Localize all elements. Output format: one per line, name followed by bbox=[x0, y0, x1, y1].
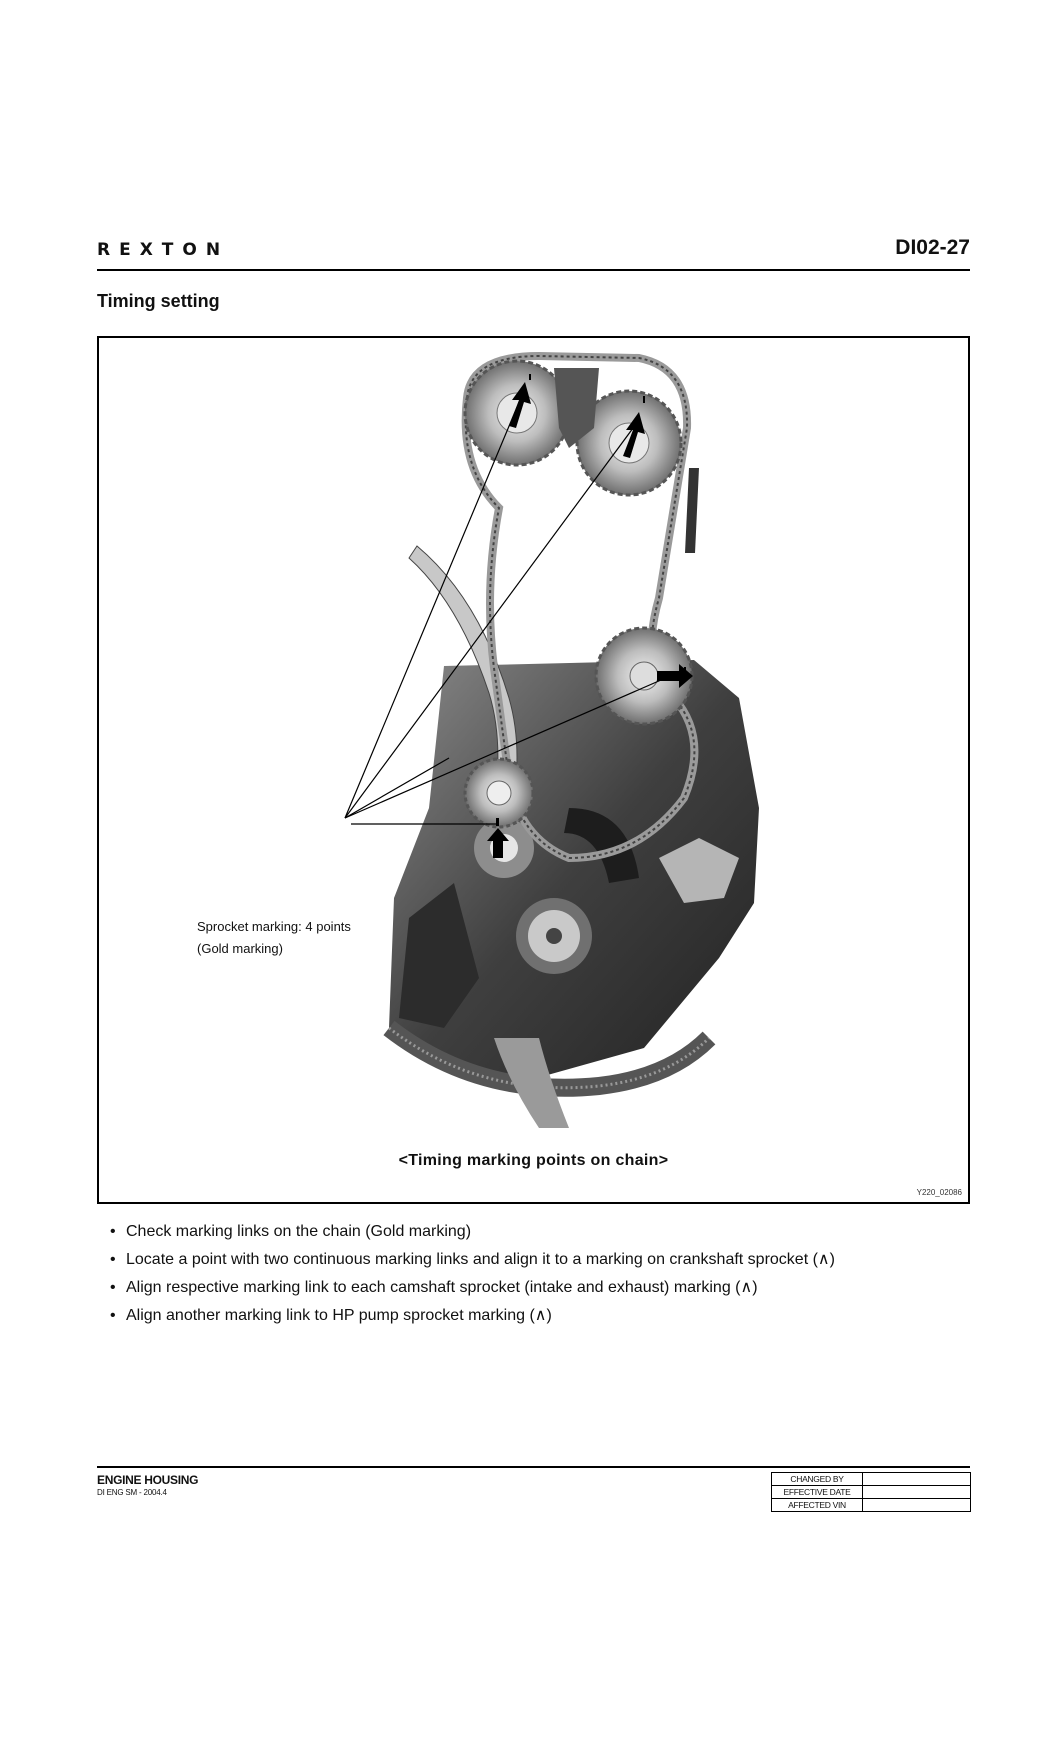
sprocket-marking-callout: Sprocket marking: 4 points (Gold marking… bbox=[197, 916, 387, 960]
callout-line-2: (Gold marking) bbox=[197, 941, 283, 956]
changed-by-value bbox=[862, 1472, 971, 1486]
list-item: Align respective marking link to each ca… bbox=[110, 1274, 835, 1302]
footer-title: ENGINE HOUSING bbox=[97, 1473, 199, 1487]
figure-frame: Sprocket marking: 4 points (Gold marking… bbox=[97, 336, 970, 1204]
figure-id: Y220_02086 bbox=[916, 1188, 962, 1197]
instruction-list: Check marking links on the chain (Gold m… bbox=[110, 1218, 835, 1330]
affected-vin-value bbox=[862, 1498, 971, 1512]
figure-caption: <Timing marking points on chain> bbox=[398, 1152, 669, 1169]
footer-subtitle: DI ENG SM - 2004.4 bbox=[97, 1488, 167, 1497]
header-rule bbox=[97, 269, 970, 271]
affected-vin-label: AFFECTED VIN bbox=[771, 1498, 863, 1512]
effective-date-label: EFFECTIVE DATE bbox=[771, 1485, 863, 1499]
effective-date-value bbox=[862, 1485, 971, 1499]
change-record-table: CHANGED BY EFFECTIVE DATE AFFECTED VIN bbox=[771, 1472, 971, 1512]
engine-block bbox=[383, 468, 759, 1128]
changed-by-label: CHANGED BY bbox=[771, 1472, 863, 1486]
crankshaft-sprocket bbox=[463, 757, 535, 829]
leader-lines bbox=[344, 387, 685, 825]
list-item: Check marking links on the chain (Gold m… bbox=[110, 1218, 835, 1246]
engine-illustration bbox=[344, 351, 759, 1128]
callout-line-1: Sprocket marking: 4 points bbox=[197, 919, 351, 934]
page-number: DI02-27 bbox=[895, 236, 970, 259]
footer-rule bbox=[97, 1466, 970, 1468]
section-title: Timing setting bbox=[97, 291, 220, 311]
list-item: Align another marking link to HP pump sp… bbox=[110, 1302, 835, 1330]
list-item: Locate a point with two continuous marki… bbox=[110, 1246, 835, 1274]
brand-logo: REXTON bbox=[97, 240, 230, 260]
